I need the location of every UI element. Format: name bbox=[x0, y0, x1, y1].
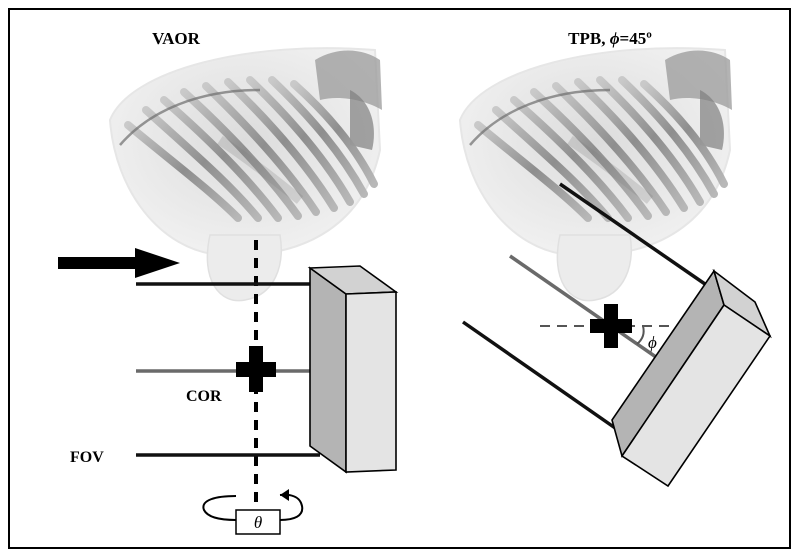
label-cor: COR bbox=[186, 388, 222, 405]
incident-arrow-icon bbox=[58, 248, 180, 278]
panel-vaor: VAOR COR FOV bbox=[58, 29, 399, 535]
label-fov: FOV bbox=[70, 449, 104, 466]
tilted-ray-bottom bbox=[461, 320, 620, 432]
panel-title-vaor: VAOR bbox=[152, 29, 201, 48]
title-phi-symbol: ϕ bbox=[610, 29, 620, 48]
phi-angle-arc bbox=[636, 325, 645, 345]
detector-left bbox=[307, 265, 399, 474]
theta-box bbox=[235, 509, 281, 535]
phi-angle-label: ϕ bbox=[648, 333, 657, 352]
detector-right bbox=[611, 268, 772, 488]
panel-title-tpb: TPB, ϕ=45º bbox=[568, 29, 652, 48]
title-prefix: TPB, bbox=[568, 29, 610, 48]
panel-tpb: TPB, ϕ=45º ϕ bbox=[460, 29, 772, 488]
title-suffix: =45º bbox=[620, 29, 653, 48]
tilted-ray-center bbox=[509, 254, 667, 366]
rotation-arrow-icon bbox=[202, 489, 304, 521]
center-of-rotation-cross-icon bbox=[590, 304, 632, 348]
theta-symbol: θ bbox=[254, 513, 262, 532]
tilted-ray-top bbox=[559, 182, 719, 295]
center-of-rotation-cross-icon bbox=[236, 346, 276, 392]
